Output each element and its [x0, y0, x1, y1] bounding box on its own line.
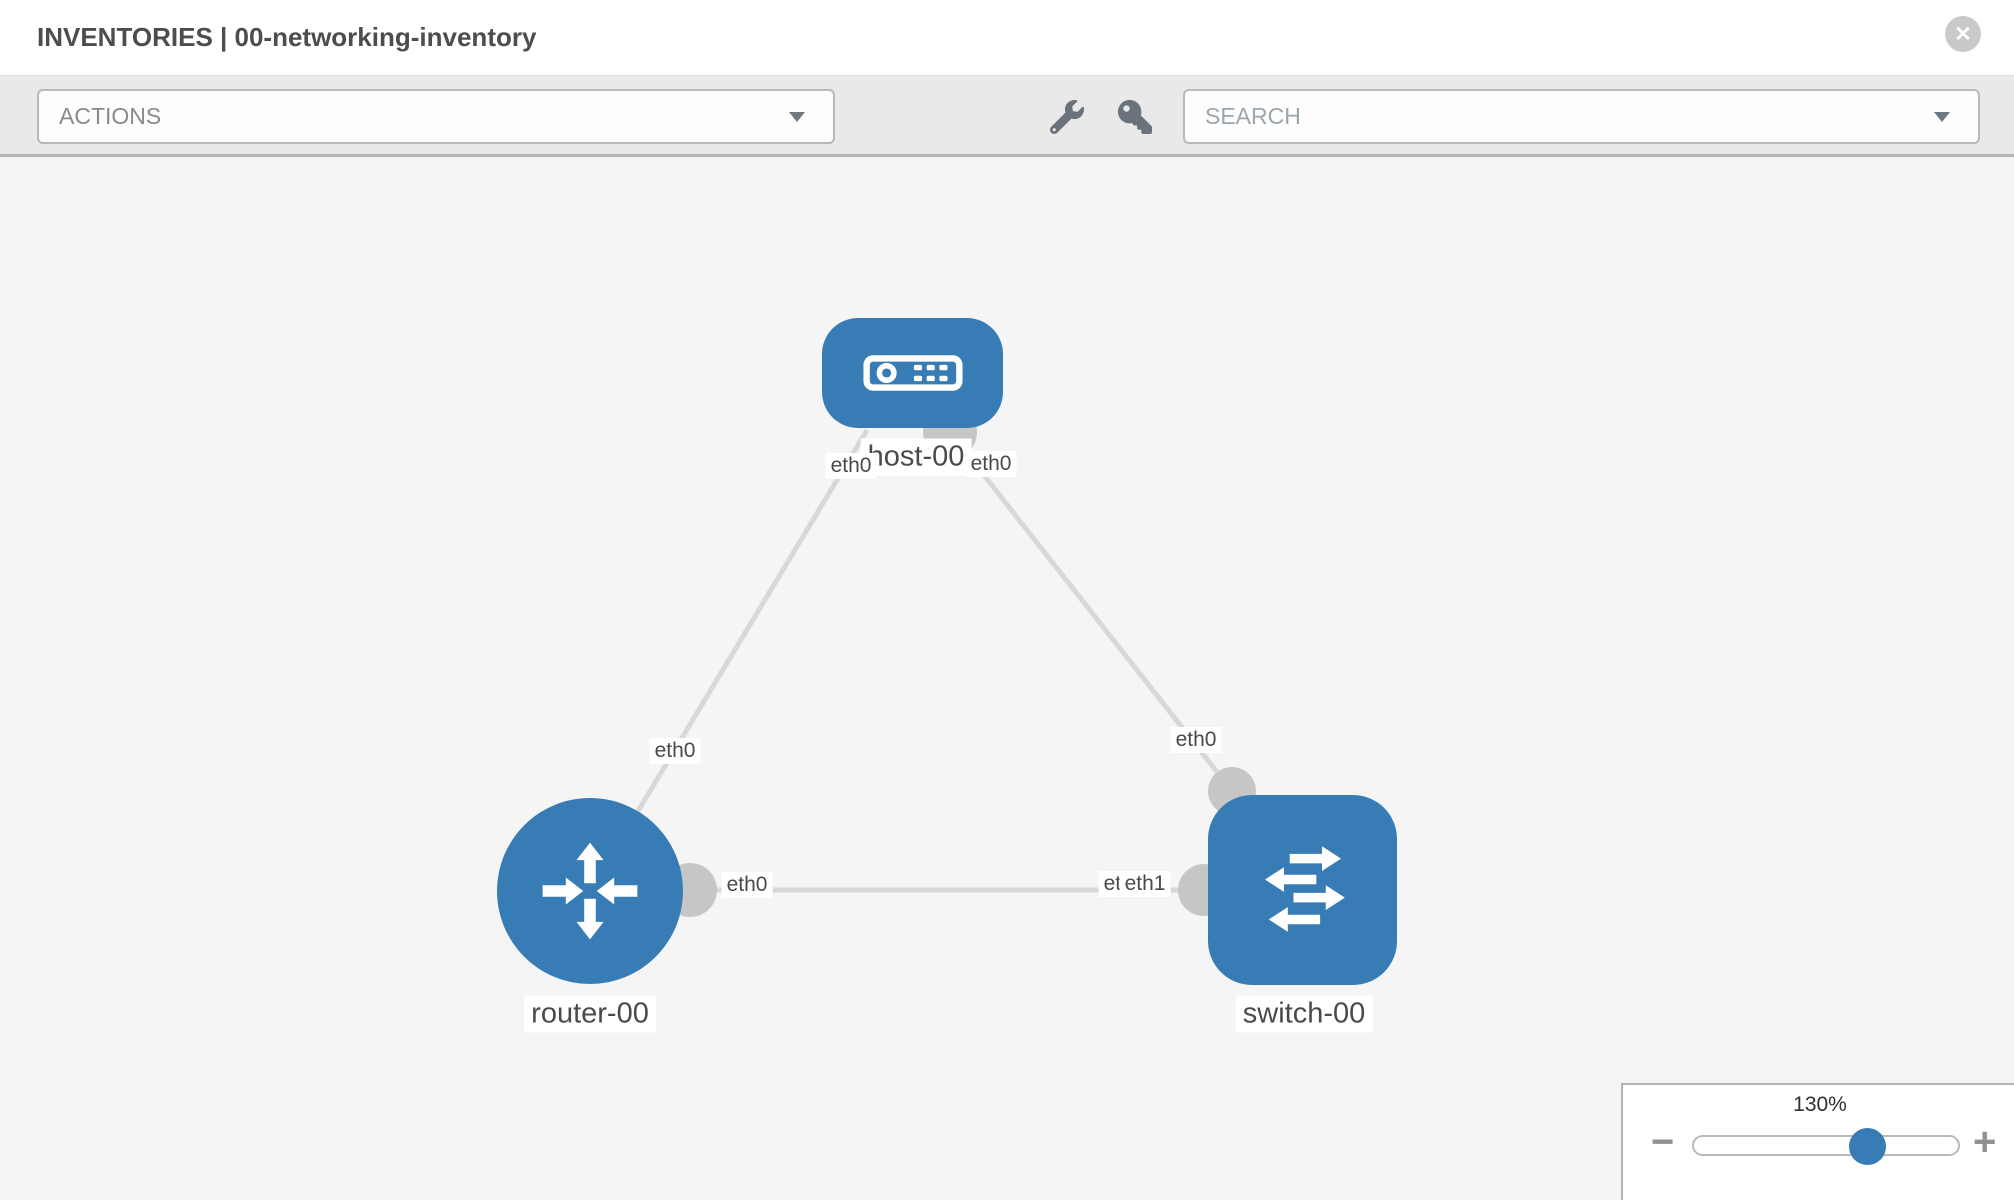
switch-icon [1264, 846, 1345, 932]
node-label-switch: switch-00 [1235, 995, 1373, 1033]
node-host-00[interactable] [822, 318, 1003, 428]
zoom-in-button[interactable]: + [1973, 1120, 1997, 1164]
interface-label-router-host-link: eth0 [649, 738, 701, 764]
actions-dropdown-label: ACTIONS [59, 103, 162, 129]
interface-label-host-right: eth0 [965, 451, 1017, 477]
header: INVENTORIES | 00-networking-inventory ✕ [0, 0, 2014, 75]
topology-links-layer [587, 405, 1302, 917]
node-label-router: router-00 [524, 995, 656, 1033]
chevron-down-icon [1934, 111, 1950, 122]
interface-label-router-switch-router-end: eth0 [721, 872, 773, 898]
node-label-host: host-00 [860, 438, 972, 476]
key-icon[interactable] [1118, 100, 1152, 134]
router-icon [542, 842, 638, 940]
toolbar: ACTIONS SEARCH [0, 75, 2014, 157]
interface-label-router-switch-switch-end-eth1: eth1 [1119, 871, 1171, 897]
zoom-level-value: 130% [1793, 1093, 1847, 1116]
actions-dropdown[interactable]: ACTIONS [37, 89, 835, 144]
interface-label-host-left: eth0 [825, 453, 877, 479]
interface-label-switch-host-link: eth0 [1170, 727, 1222, 753]
page-title: INVENTORIES | 00-networking-inventory [37, 22, 537, 52]
topology-canvas[interactable]: host-00 router-00 switch-00 eth0 eth0 et… [0, 157, 2014, 1200]
node-router-00[interactable] [497, 798, 683, 984]
search-dropdown[interactable]: SEARCH [1183, 89, 1980, 144]
zoom-out-button[interactable]: − [1651, 1120, 1675, 1164]
host-icon [862, 355, 963, 391]
chevron-down-icon [789, 111, 805, 122]
node-switch-00[interactable] [1208, 795, 1397, 985]
zoom-slider[interactable] [1692, 1128, 1960, 1165]
zoom-control-panel: 130% − + [1621, 1083, 2014, 1200]
search-dropdown-label: SEARCH [1205, 103, 1301, 129]
close-icon[interactable]: ✕ [1945, 16, 1981, 52]
wrench-icon[interactable] [1049, 100, 1084, 135]
zoom-slider-thumb[interactable] [1849, 1128, 1886, 1165]
